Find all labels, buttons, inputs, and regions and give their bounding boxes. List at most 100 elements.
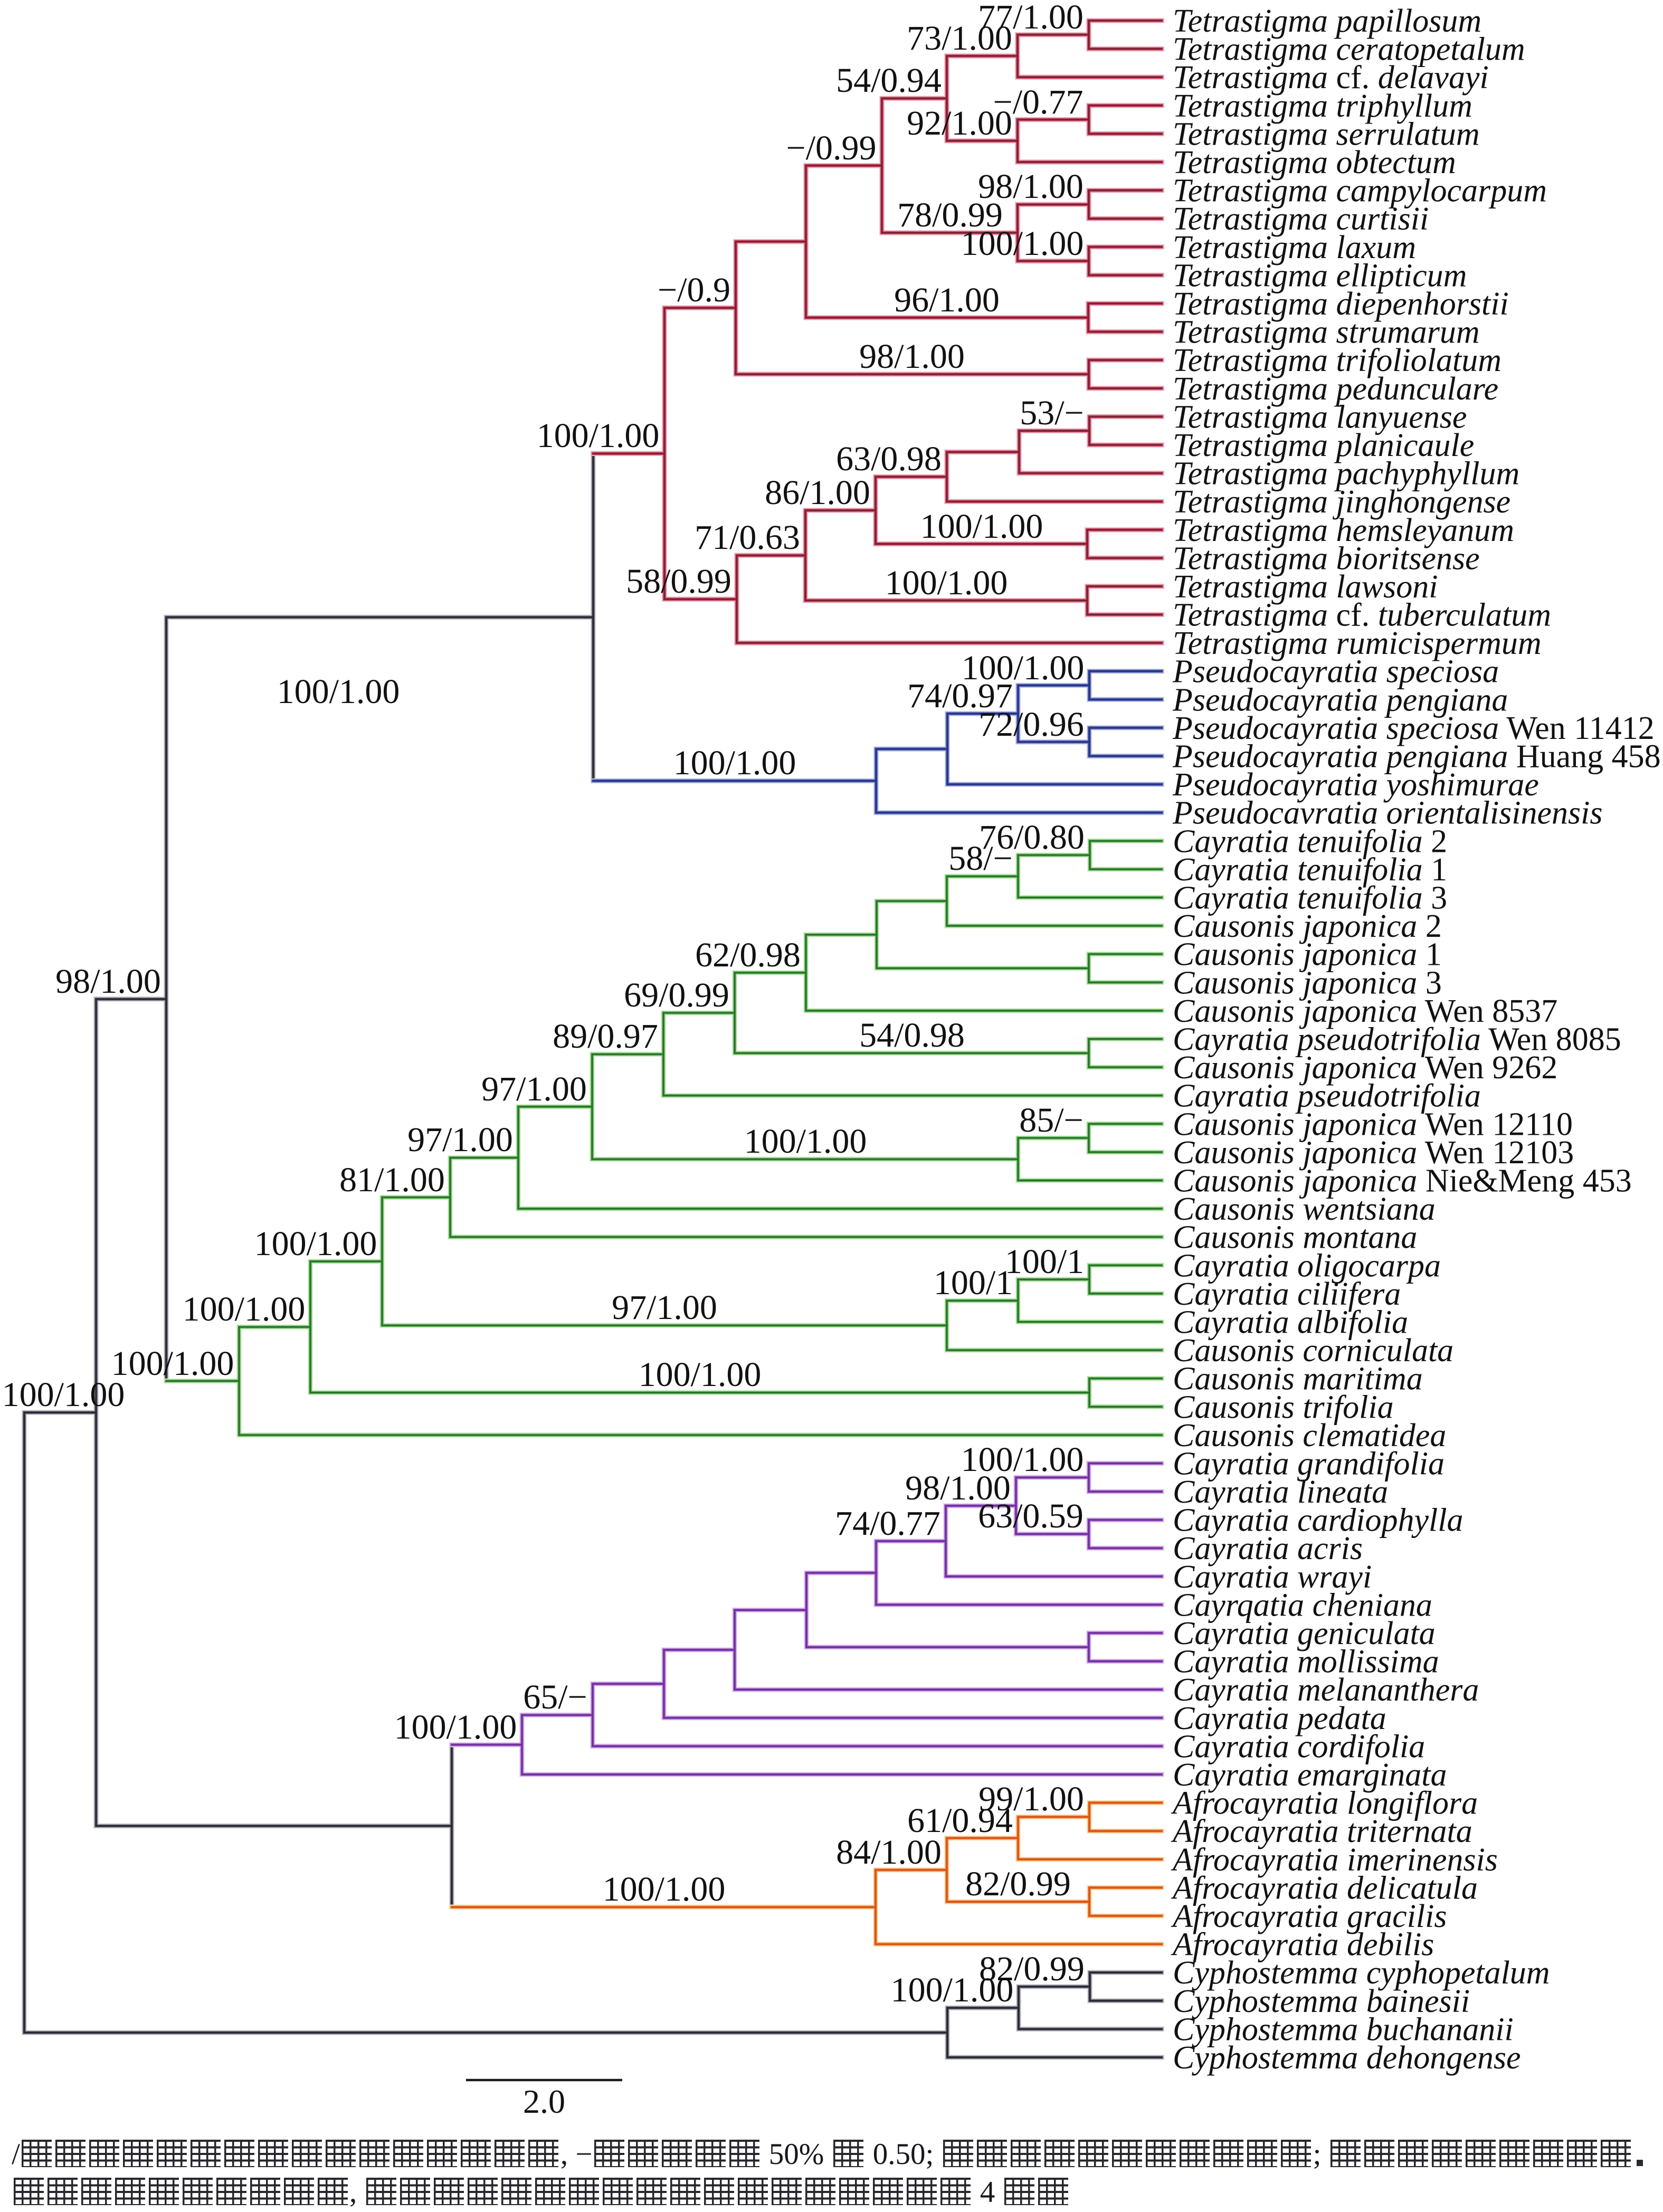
svg-text:Afrocayratia delicatula: Afrocayratia delicatula [1171,1870,1478,1906]
svg-text:Causonis japonica 2: Causonis japonica 2 [1173,908,1442,944]
svg-text:Pseudocayratia speciosa: Pseudocayratia speciosa [1172,654,1499,690]
svg-text:Cyphostemma cyphopetalum: Cyphostemma cyphopetalum [1173,1955,1550,1991]
svg-text:Tetrastigma ellipticum: Tetrastigma ellipticum [1173,258,1467,293]
svg-text:Causonis corniculata: Causonis corniculata [1173,1333,1453,1369]
svg-text:97/1.00: 97/1.00 [612,1288,717,1327]
svg-text:Causonis japonica 1: Causonis japonica 1 [1173,937,1442,973]
svg-text:Cayratia pedata: Cayratia pedata [1173,1701,1386,1736]
svg-text:98/1.00: 98/1.00 [905,1469,1011,1507]
svg-text:Tetrastigma diepenhorstii: Tetrastigma diepenhorstii [1173,286,1509,322]
svg-text:63/0.59: 63/0.59 [978,1497,1084,1535]
svg-text:Cayratia ciliifera: Cayratia ciliifera [1173,1276,1401,1312]
svg-text:Afrocayratia debilis: Afrocayratia debilis [1171,1927,1434,1963]
svg-text:82/0.99: 82/0.99 [979,1950,1085,1988]
svg-text:−/0.77: −/0.77 [993,83,1083,121]
svg-text:Cayratia wrayi: Cayratia wrayi [1173,1559,1372,1595]
svg-text:Afrocayratia triternata: Afrocayratia triternata [1171,1814,1472,1849]
svg-text:78/0.99: 78/0.99 [897,196,1003,234]
svg-text:100/1.00: 100/1.00 [891,1971,1014,2009]
svg-text:Tetrastigma hemsleyanum: Tetrastigma hemsleyanum [1173,512,1514,548]
svg-text:Pseudocayratia yoshimurae: Pseudocayratia yoshimurae [1172,767,1539,803]
svg-text:Afrocayratia imerinensis: Afrocayratia imerinensis [1171,1842,1498,1878]
svg-text:92/1.00: 92/1.00 [907,104,1012,143]
svg-text:Causonis japonica Nie&Meng 453: Causonis japonica Nie&Meng 453 [1173,1163,1632,1199]
svg-text:100/1.00: 100/1.00 [673,744,796,782]
svg-text:Cayratia cardiophylla: Cayratia cardiophylla [1173,1503,1464,1539]
svg-text:Tetrastigma jinghongense: Tetrastigma jinghongense [1173,484,1510,520]
svg-text:Tetrastigma papillosum: Tetrastigma papillosum [1173,3,1481,39]
svg-text:62/0.98: 62/0.98 [695,936,801,974]
svg-text:100/1.00: 100/1.00 [962,649,1085,687]
svg-text:Tetrastigma campylocarpum: Tetrastigma campylocarpum [1173,173,1547,209]
svg-text:81/1.00: 81/1.00 [339,1161,445,1199]
svg-text:65/−: 65/− [523,1678,587,1716]
svg-text:74/0.97: 74/0.97 [907,677,1013,715]
svg-text:Cayratia emarginata: Cayratia emarginata [1173,1757,1447,1793]
svg-text:99/1.00: 99/1.00 [978,1780,1084,1818]
svg-text:77/1.00: 77/1.00 [978,0,1084,36]
svg-text:100/1: 100/1 [1005,1242,1084,1281]
svg-text:74/0.77: 74/0.77 [835,1504,940,1543]
svg-text:Causonis wentsiana: Causonis wentsiana [1173,1191,1436,1227]
svg-text:Cayratia tenuifolia 3: Cayratia tenuifolia 3 [1173,880,1447,916]
svg-text:Pseudocavratia orientalisinens: Pseudocavratia orientalisinensis [1172,795,1603,831]
svg-text:100/1.00: 100/1.00 [394,1708,517,1746]
svg-text:84/1.00: 84/1.00 [836,1833,942,1872]
svg-text:Tetrastigma obtectum: Tetrastigma obtectum [1173,145,1456,181]
svg-text:Cayratia oligocarpa: Cayratia oligocarpa [1173,1248,1441,1284]
svg-text:100/1.00: 100/1.00 [537,416,660,455]
svg-text:Cayratia albifolia: Cayratia albifolia [1173,1305,1408,1341]
svg-text:Tetrastigma serrulatum: Tetrastigma serrulatum [1173,116,1480,152]
svg-text:72/0.96: 72/0.96 [978,705,1084,744]
svg-text:Causonis japonica Wen 12103: Causonis japonica Wen 12103 [1173,1135,1574,1171]
svg-text:69/0.99: 69/0.99 [624,976,729,1014]
svg-text:2.0: 2.0 [523,2083,565,2120]
svg-text:Cayratia tenuifolia 2: Cayratia tenuifolia 2 [1173,823,1447,859]
svg-text:Tetrastigma lawsoni: Tetrastigma lawsoni [1173,569,1438,605]
svg-text:54/0.98: 54/0.98 [859,1016,965,1055]
svg-text:63/0.98: 63/0.98 [836,440,942,478]
svg-text:Afrocayratia longiflora: Afrocayratia longiflora [1171,1786,1478,1821]
svg-text:82/0.99: 82/0.99 [965,1865,1071,1903]
svg-text:96/1.00: 96/1.00 [894,281,1000,319]
svg-text:Tetrastigma ceratopetalum: Tetrastigma ceratopetalum [1173,32,1525,68]
svg-text:100/1.00: 100/1.00 [183,1290,306,1328]
svg-text:Causonis japonica 3: Causonis japonica 3 [1173,965,1442,1001]
svg-text:Cayratia geniculata: Cayratia geniculata [1173,1616,1436,1651]
svg-text:Cayrqatia cheniana: Cayrqatia cheniana [1173,1587,1432,1623]
svg-text:71/0.63: 71/0.63 [695,518,800,557]
svg-text:53/−: 53/− [1020,394,1084,432]
svg-text:85/−: 85/− [1019,1101,1084,1140]
svg-text:−/0.9: −/0.9 [658,271,730,309]
svg-text:Cayratia tenuifolia 1: Cayratia tenuifolia 1 [1173,852,1447,888]
svg-text:97/1.00: 97/1.00 [481,1070,587,1108]
svg-text:100/1.00: 100/1.00 [920,507,1043,546]
svg-text:Tetrastigma lanyuense: Tetrastigma lanyuense [1173,399,1467,435]
svg-text:Cyphostemma buchananii: Cyphostemma buchananii [1173,2011,1514,2047]
svg-text:Tetrastigma strumarum: Tetrastigma strumarum [1173,315,1480,350]
svg-text:89/0.97: 89/0.97 [553,1017,658,1056]
svg-text:Causonis montana: Causonis montana [1173,1220,1417,1256]
svg-text:100/1.00: 100/1.00 [961,1440,1084,1479]
svg-text:61/0.94: 61/0.94 [907,1801,1013,1840]
svg-text:Pseudocayratia pengiana Huang: Pseudocayratia pengiana Huang 458 [1172,739,1661,775]
svg-text:Cyphostemma bainesii: Cyphostemma bainesii [1173,1983,1470,2019]
svg-text:Tetrastigma cf. tuberculatum: Tetrastigma cf. tuberculatum [1173,597,1551,633]
svg-text:Pseudocayratia speciosa Wen 11: Pseudocayratia speciosa Wen 11412 [1172,710,1655,746]
svg-text:100/1.00: 100/1.00 [744,1122,867,1161]
svg-text:98/1.00: 98/1.00 [978,167,1084,206]
svg-text:Cayratia grandifolia: Cayratia grandifolia [1173,1446,1445,1482]
svg-text:100/1: 100/1 [934,1264,1013,1302]
svg-text:100/1.00: 100/1.00 [885,564,1008,602]
svg-text:Cyphostemma dehongense: Cyphostemma dehongense [1173,2040,1521,2076]
svg-text:−/0.99: −/0.99 [786,129,876,167]
svg-text:58/−: 58/− [948,839,1013,878]
svg-text:100/1.00: 100/1.00 [961,224,1084,263]
svg-text:Afrocayratia gracilis: Afrocayratia gracilis [1171,1898,1447,1934]
svg-text:Cayratia cordifolia: Cayratia cordifolia [1173,1729,1425,1764]
svg-text:Causonis japonica Wen 12110: Causonis japonica Wen 12110 [1173,1106,1573,1142]
svg-text:Causonis clematidea: Causonis clematidea [1173,1418,1446,1454]
svg-text:54/0.94: 54/0.94 [836,61,942,100]
svg-text:Tetrastigma triphyllum: Tetrastigma triphyllum [1173,88,1472,124]
svg-text:Tetrastigma trifoliolatum: Tetrastigma trifoliolatum [1173,343,1502,378]
